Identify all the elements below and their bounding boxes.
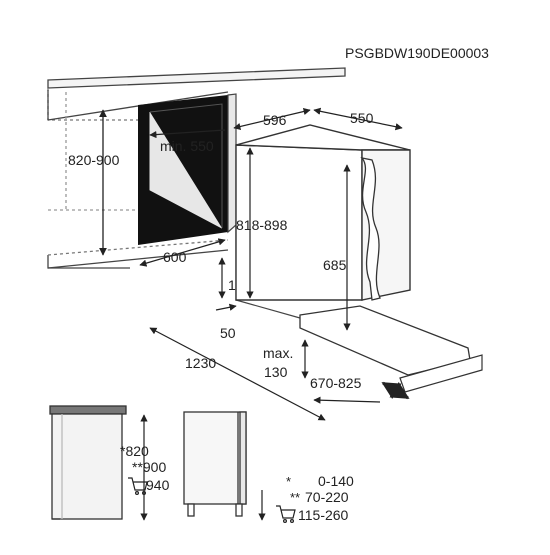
- legend-value-1: 0-140: [318, 473, 354, 489]
- door-panel: [299, 305, 471, 376]
- dim-max-value: 130: [264, 364, 288, 380]
- dim-550: 550: [350, 110, 374, 126]
- dim-596-line: [233, 107, 311, 131]
- dim-1230-line: [149, 327, 326, 421]
- dim-900-star: **900: [132, 459, 166, 475]
- dim-max-label: max.: [263, 345, 293, 361]
- side-view-right: [183, 411, 247, 517]
- dim-min550-line: [149, 129, 226, 139]
- dishwasher-door: [360, 157, 381, 301]
- cart-icon: [128, 477, 148, 496]
- height-legend: * 0-140 ** 70-220 115-260: [276, 473, 354, 523]
- dim-818-898: 818-898: [236, 217, 288, 233]
- dishwasher-body: [235, 124, 411, 301]
- dim-1230: 1230: [185, 355, 216, 371]
- diagram-code: PSGBDW190DE00003: [345, 45, 489, 61]
- legend-mark-2: **: [290, 490, 300, 505]
- dim-670-825: 670-825: [310, 375, 362, 391]
- side-view-left: [49, 405, 127, 520]
- door-slide-arrow: [381, 381, 410, 400]
- dim-940: 940: [146, 477, 170, 493]
- dim-50-line: [215, 303, 237, 311]
- dim-596: 596: [263, 112, 287, 128]
- dim-min550: min. 550: [160, 138, 214, 154]
- niche-edge: [149, 103, 223, 228]
- dim-670-825-line: [313, 396, 381, 404]
- dim-50: 50: [220, 325, 236, 341]
- cart-icon-legend: [276, 505, 296, 523]
- dim-820-900: 820-900: [68, 152, 120, 168]
- dim-600: 600: [163, 249, 187, 265]
- legend-mark-1: *: [286, 474, 291, 489]
- dim-685: 685: [323, 257, 347, 273]
- dim-600-line: [139, 238, 226, 267]
- legend-value-2: 70-220: [305, 489, 349, 505]
- legend-value-3: 115-260: [298, 507, 349, 523]
- cabinet-panel: [227, 93, 237, 234]
- dim-550-line: [313, 107, 403, 131]
- dim-820-star: *820: [120, 443, 149, 459]
